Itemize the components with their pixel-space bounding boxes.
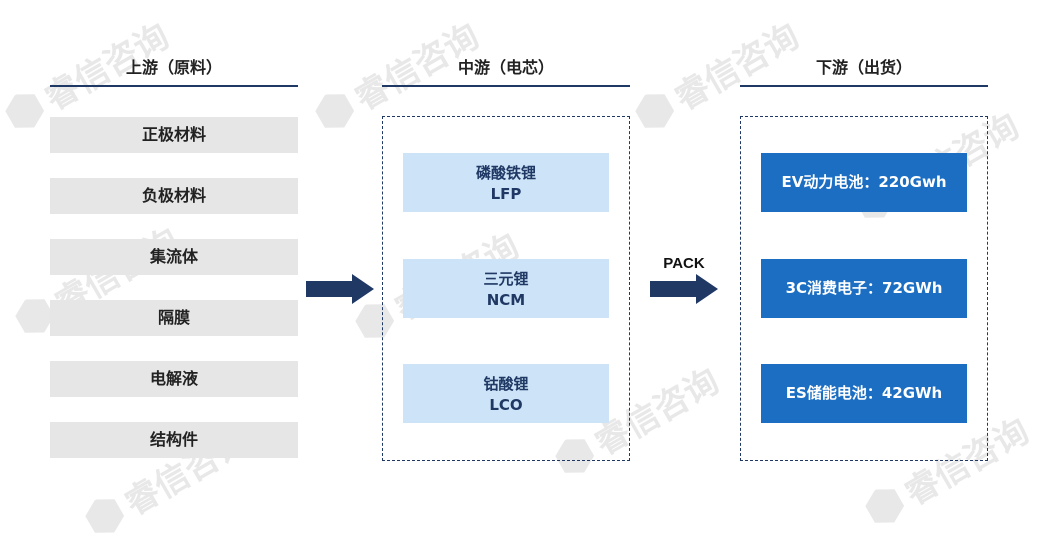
downstream-title: 下游（出货） (815, 58, 912, 77)
watermark-logo-icon (81, 491, 129, 541)
upstream-item-separator: 隔膜 (50, 300, 298, 336)
midstream-item-name: 钴酸锂 (483, 375, 529, 393)
watermark-logo-icon (631, 86, 679, 136)
midstream-item-lco: 钴酸锂 LCO (403, 364, 609, 423)
midstream-item-code: LFP (490, 185, 522, 203)
pack-label: PACK (663, 255, 705, 272)
watermark-logo-icon (1, 86, 49, 136)
upstream-item-anode: 负极材料 (50, 178, 298, 214)
downstream-title-underline (740, 85, 988, 87)
upstream-item-cathode: 正极材料 (50, 117, 298, 153)
downstream-item-ev: EV动力电池：220Gwh (761, 153, 967, 212)
downstream-item-es: ES储能电池：42GWh (761, 364, 967, 423)
midstream-item-code: NCM (486, 291, 526, 309)
midstream-item-lfp: 磷酸铁锂 LFP (403, 153, 609, 212)
upstream-title: 上游（原料） (125, 58, 222, 77)
midstream-item-code: LCO (489, 396, 523, 414)
watermark-logo-icon (311, 86, 359, 136)
upstream-title-underline (50, 85, 298, 87)
midstream-item-ncm: 三元锂 NCM (403, 259, 609, 318)
arrow-right-icon (306, 274, 374, 304)
midstream-title-underline (382, 85, 630, 87)
watermark-logo-icon (861, 481, 909, 531)
upstream-item-electrolyte: 电解液 (50, 361, 298, 397)
downstream-item-3c: 3C消费电子：72GWh (761, 259, 967, 318)
midstream-item-name: 三元锂 (483, 270, 529, 288)
upstream-item-structural-parts: 结构件 (50, 422, 298, 458)
upstream-item-current-collector: 集流体 (50, 239, 298, 275)
midstream-title: 中游（电芯） (457, 58, 554, 77)
midstream-dashed-frame (382, 116, 630, 461)
arrow-right-icon (650, 274, 718, 304)
midstream-item-name: 磷酸铁锂 (475, 164, 536, 182)
downstream-dashed-frame (740, 116, 988, 461)
